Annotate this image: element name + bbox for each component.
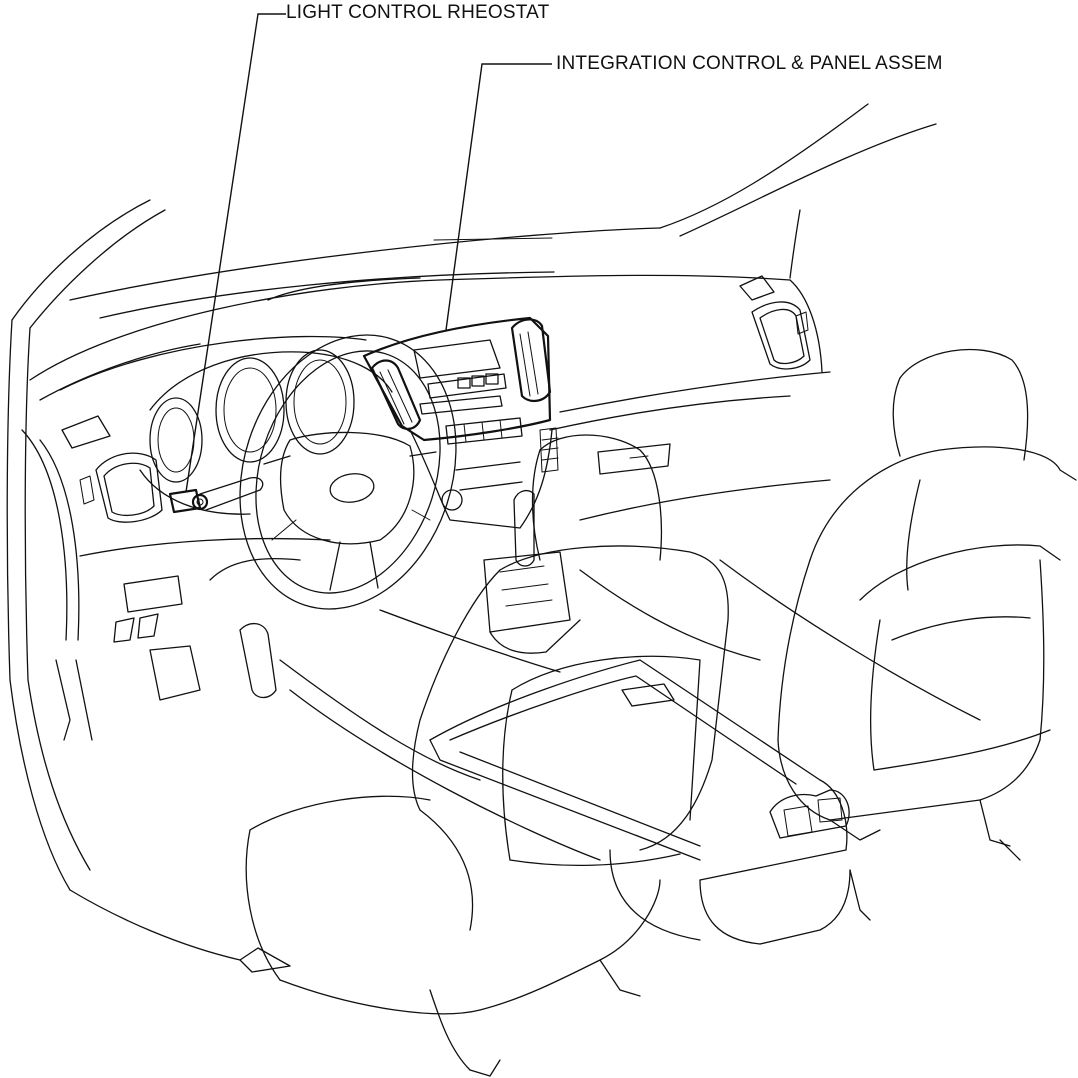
lower-center-stack <box>409 427 559 529</box>
left-vents <box>21 415 163 641</box>
left-lower-dash <box>55 537 331 741</box>
light-control-rheostat-label: LIGHT CONTROL RHEOSTAT <box>286 2 550 23</box>
leader-lines <box>185 13 552 493</box>
a-pillar <box>6 199 166 891</box>
passenger-seat <box>777 348 1077 861</box>
driver-seat <box>245 434 729 1077</box>
leader-rheostat <box>185 13 286 493</box>
center-console <box>429 659 871 945</box>
floor-lines <box>69 559 981 973</box>
gear-shifter <box>483 489 581 654</box>
dashboard-top <box>29 237 823 401</box>
windshield-frame <box>69 103 937 301</box>
integration-control-panel-label: INTEGRATION CONTROL & PANEL ASSEM <box>556 53 943 74</box>
integration-panel-part <box>362 316 552 445</box>
rheostat-part <box>168 477 264 514</box>
passenger-dash <box>549 275 831 521</box>
instrument-cluster <box>139 349 393 515</box>
steering-wheel <box>239 334 457 610</box>
leader-integration-panel <box>445 63 552 331</box>
